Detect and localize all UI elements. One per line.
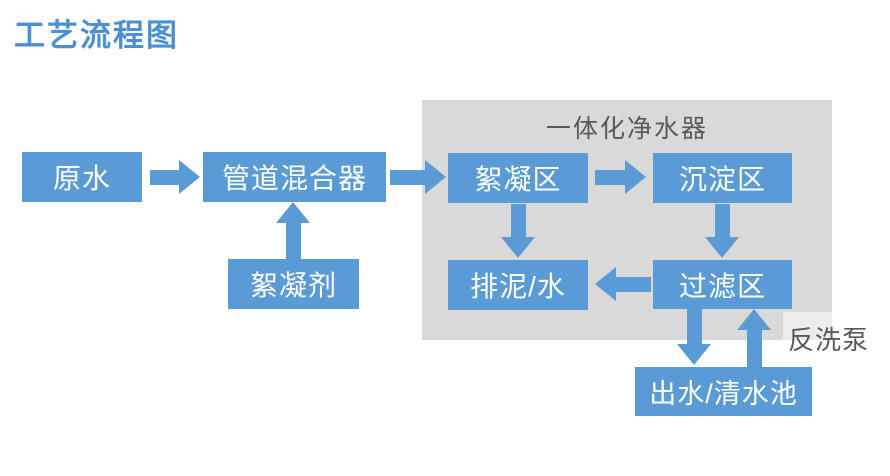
arrow-flocculant-to-mixer (276, 202, 310, 259)
arrow-shaft (285, 223, 301, 259)
arrow-right-icon (425, 160, 446, 194)
arrow-right-icon (179, 160, 200, 194)
arrow-shaft (686, 309, 702, 344)
node-pipeline-mixer: 管道混合器 (203, 152, 386, 202)
arrow-shaft (150, 169, 179, 185)
node-filtration-zone: 过滤区 (653, 260, 792, 309)
arrow-shaft (390, 169, 425, 185)
arrow-filtration-to-outlet (677, 309, 711, 365)
node-raw-water: 原水 (22, 152, 142, 202)
integrated-purifier-label: 一体化净水器 (545, 115, 708, 143)
node-sedimentation-zone: 沉淀区 (653, 153, 792, 203)
arrow-filtration-to-sludge (595, 267, 651, 301)
arrow-sedimentation-to-filtration (705, 204, 739, 258)
arrow-shaft (510, 204, 526, 237)
arrow-up-icon (276, 202, 310, 223)
node-flocculant: 絮凝剂 (228, 259, 359, 309)
arrow-up-icon (737, 309, 771, 330)
arrow-shaft (616, 276, 651, 292)
arrow-flocculation-to-sludge (501, 204, 535, 258)
arrow-right-icon (625, 160, 646, 194)
arrow-mixer-to-flocculation (390, 160, 446, 194)
backwash-pump-label: 反洗泵 (788, 325, 870, 355)
node-outlet-clean-pool: 出水/清水池 (635, 367, 812, 416)
arrow-shaft (714, 204, 730, 237)
arrow-rawwater-to-mixer (150, 160, 200, 194)
arrow-shaft (746, 330, 762, 367)
arrow-flocculation-to-sedimentation (595, 160, 646, 194)
arrow-down-icon (705, 237, 739, 258)
arrow-down-icon (501, 237, 535, 258)
arrow-shaft (595, 169, 625, 185)
node-flocculation-zone: 絮凝区 (448, 153, 588, 203)
page-title: 工艺流程图 (14, 18, 179, 53)
node-sludge-water: 排泥/水 (448, 260, 588, 310)
arrow-down-icon (677, 344, 711, 365)
arrow-outlet-to-filtration-backwash (737, 309, 771, 367)
arrow-left-icon (595, 267, 616, 301)
backwash-pump-label-backdrop (783, 312, 887, 356)
